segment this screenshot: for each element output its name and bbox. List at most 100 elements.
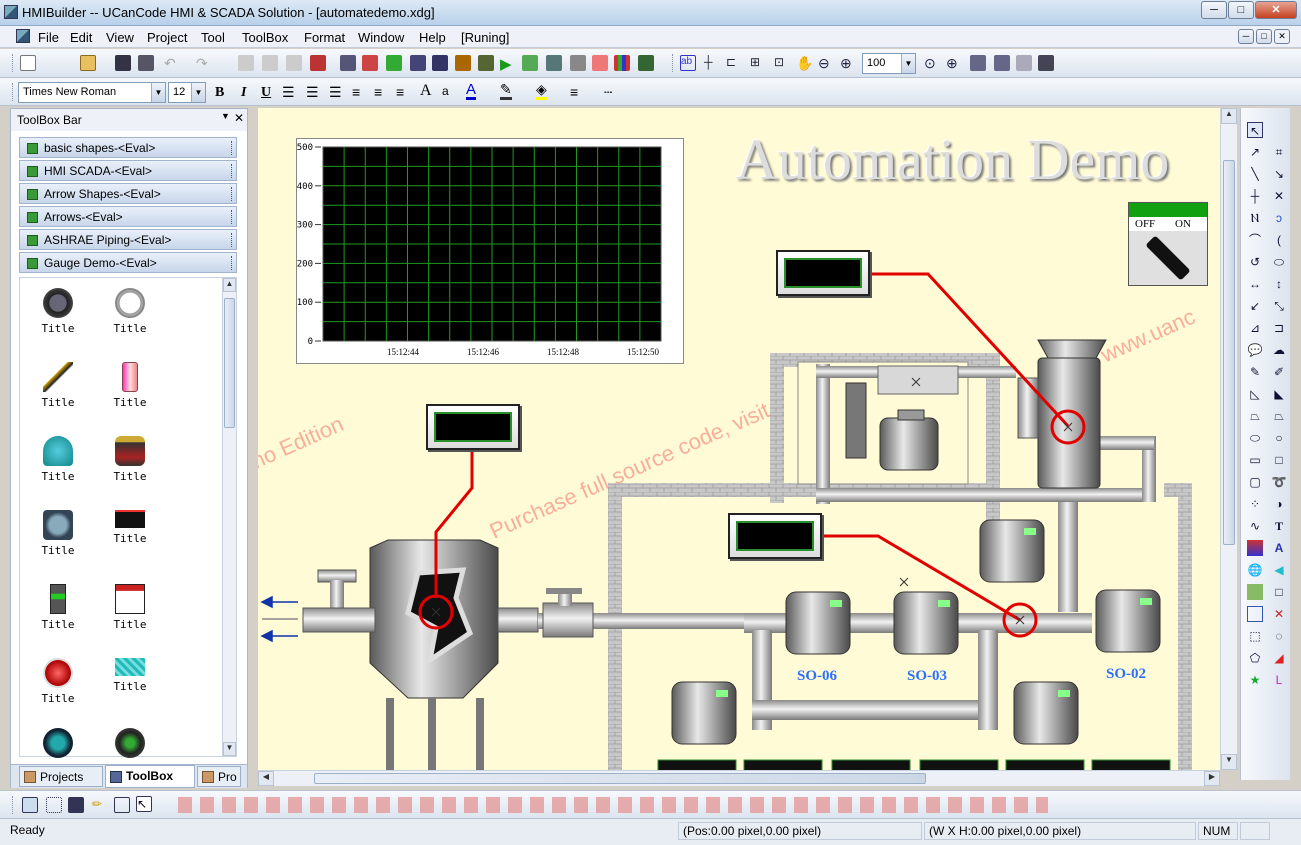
scroll-thumb[interactable] xyxy=(1223,160,1235,545)
art-text-icon[interactable]: A xyxy=(1274,541,1284,555)
gallery-item[interactable]: Title xyxy=(100,436,160,483)
mdi-minimize-button[interactable]: ─ xyxy=(1238,29,1254,44)
paste-icon[interactable] xyxy=(286,55,302,71)
polygon-icon[interactable]: ◺ xyxy=(1250,387,1260,401)
gallery-item[interactable]: Title xyxy=(100,510,160,545)
category-arrow-shapes[interactable]: Arrow Shapes-<Eval> xyxy=(19,183,237,204)
page-frame-icon[interactable] xyxy=(22,797,38,813)
fill-color-icon[interactable]: ◈ xyxy=(536,82,547,100)
scroll-down-icon[interactable]: ▼ xyxy=(223,742,236,756)
delete-shape-icon[interactable]: ✕ xyxy=(1273,607,1285,621)
gallery-item[interactable] xyxy=(100,728,160,762)
ellipse-icon[interactable]: ⬭ xyxy=(1249,431,1261,445)
canvas-horizontal-scrollbar[interactable]: ◀ ▶ xyxy=(258,770,1220,786)
tab-toolbox[interactable]: ToolBox xyxy=(105,765,195,788)
scroll-left-icon[interactable]: ◀ xyxy=(258,771,274,786)
italic-button[interactable]: I xyxy=(241,85,247,100)
ellipse-outline-icon[interactable]: ⬭ xyxy=(1273,255,1285,269)
toolbar-grip[interactable] xyxy=(672,54,675,72)
minimize-button[interactable]: ─ xyxy=(1201,1,1227,19)
wave-icon[interactable]: ∿ xyxy=(1249,519,1261,533)
mdi-close-button[interactable]: ✕ xyxy=(1274,29,1290,44)
toolbar-grip[interactable] xyxy=(12,54,15,72)
bracket-icon[interactable]: ⊐ xyxy=(1273,321,1285,335)
freehand-icon[interactable]: ✎ xyxy=(1249,365,1261,379)
tab-projects[interactable]: Projects xyxy=(19,766,103,787)
grid-icon[interactable] xyxy=(340,55,356,71)
layers-icon[interactable] xyxy=(638,55,654,71)
dimension-v-icon[interactable]: ↕ xyxy=(1276,277,1282,291)
canvas-vertical-scrollbar[interactable]: ▲ ▼ xyxy=(1220,108,1237,770)
align-bottom-icon[interactable]: ≡ xyxy=(396,84,405,100)
align-icon[interactable]: ┼ xyxy=(704,55,713,69)
spiral-icon[interactable]: ↺ xyxy=(1249,255,1261,269)
connect-icon[interactable]: ⊏ xyxy=(726,55,737,69)
polyline-icon[interactable]: Ⲛ xyxy=(1250,211,1260,225)
gallery-item[interactable] xyxy=(28,728,88,762)
palette-icon[interactable] xyxy=(614,55,630,71)
gallery-item[interactable]: Title xyxy=(100,658,160,693)
zoom-select-icon[interactable] xyxy=(994,55,1010,71)
gallery-item[interactable]: Title xyxy=(28,436,88,483)
callout-icon[interactable]: ⊿ xyxy=(1249,321,1261,335)
resize-icon[interactable]: ⊡ xyxy=(774,55,785,69)
open-icon[interactable] xyxy=(80,55,96,71)
font-name-combo[interactable]: Times New Roman▼ xyxy=(18,82,166,103)
category-arrows[interactable]: Arrows-<Eval> xyxy=(19,206,237,227)
scroll-down-icon[interactable]: ▼ xyxy=(1221,754,1237,770)
grid-toggle-icon[interactable] xyxy=(68,797,84,813)
zoom-fit-icon[interactable]: ⊙ xyxy=(924,55,936,71)
redo-icon[interactable]: ↷ xyxy=(196,55,208,71)
lasso-icon[interactable]: ➰ xyxy=(1271,475,1287,489)
gallery-item[interactable]: Title xyxy=(28,584,88,631)
square-icon[interactable]: □ xyxy=(1275,453,1283,467)
polygon-fill-icon[interactable]: ◣ xyxy=(1274,387,1284,401)
zoom-out-icon[interactable]: ⊖ xyxy=(818,55,830,71)
cross-icon[interactable]: ┼ xyxy=(1250,189,1260,203)
preview-icon[interactable] xyxy=(546,55,562,71)
menu-format[interactable]: Format xyxy=(304,30,346,45)
gallery-item[interactable]: Title xyxy=(28,658,88,705)
zoom-combo[interactable]: 100▼ xyxy=(862,53,916,74)
line-dash-icon[interactable]: ┄ xyxy=(604,84,613,100)
category-basic-shapes[interactable]: basic shapes-<Eval> xyxy=(19,137,237,158)
line-style-icon[interactable]: ≡ xyxy=(570,84,579,100)
text-mode-icon[interactable]: ab xyxy=(680,55,696,71)
scroll-thumb[interactable] xyxy=(224,298,235,428)
edit-points-icon[interactable]: ⌗ xyxy=(1275,145,1283,159)
link-icon[interactable] xyxy=(432,55,448,71)
undo-icon[interactable]: ↶ xyxy=(164,55,176,71)
category-hmi-scada[interactable]: HMI SCADA-<Eval> xyxy=(19,160,237,181)
category-gauge-demo[interactable]: Gauge Demo-<Eval> xyxy=(19,252,237,273)
alignment-tools[interactable] xyxy=(178,797,1048,813)
page-icon[interactable] xyxy=(362,55,378,71)
image-icon[interactable] xyxy=(386,55,402,71)
window-icon[interactable] xyxy=(1247,606,1263,622)
font-shrink-icon[interactable]: a xyxy=(442,84,449,98)
align-right-icon[interactable]: ☰ xyxy=(329,84,342,100)
half-circle-icon[interactable]: ◑ xyxy=(1275,497,1283,511)
zoom-history-icon[interactable] xyxy=(1016,55,1032,71)
line-color-icon[interactable]: ✎ xyxy=(500,82,512,100)
chevron-down-icon[interactable]: ▼ xyxy=(191,83,205,102)
pointer-icon[interactable] xyxy=(410,55,426,71)
maximize-button[interactable]: □ xyxy=(1228,1,1254,19)
bold-button[interactable]: B xyxy=(215,85,225,100)
align-top-icon[interactable]: ≡ xyxy=(352,84,361,100)
panel-dropdown-icon[interactable]: ▼ xyxy=(221,111,230,121)
copy-icon[interactable] xyxy=(262,55,278,71)
globe-icon[interactable]: 🌐 xyxy=(1247,563,1263,577)
menu-file[interactable]: File xyxy=(38,30,59,45)
panel-close-icon[interactable]: ✕ xyxy=(234,111,245,125)
diagonal-dim-icon[interactable]: ⤡ xyxy=(1274,299,1284,313)
l-shape-icon[interactable]: L xyxy=(1275,673,1283,687)
dotted-arc-icon[interactable]: ⁘ xyxy=(1249,497,1261,511)
fit-frame-icon[interactable] xyxy=(46,797,62,813)
arrow-line-icon[interactable]: ↘ xyxy=(1273,167,1285,181)
brush-icon[interactable]: ✐ xyxy=(1273,365,1285,379)
gallery-item[interactable]: Title xyxy=(100,288,160,335)
save-all-icon[interactable] xyxy=(138,55,154,71)
rotate-select-icon[interactable]: ↗ xyxy=(1249,145,1261,159)
angle-icon[interactable]: ↙ xyxy=(1249,299,1261,313)
